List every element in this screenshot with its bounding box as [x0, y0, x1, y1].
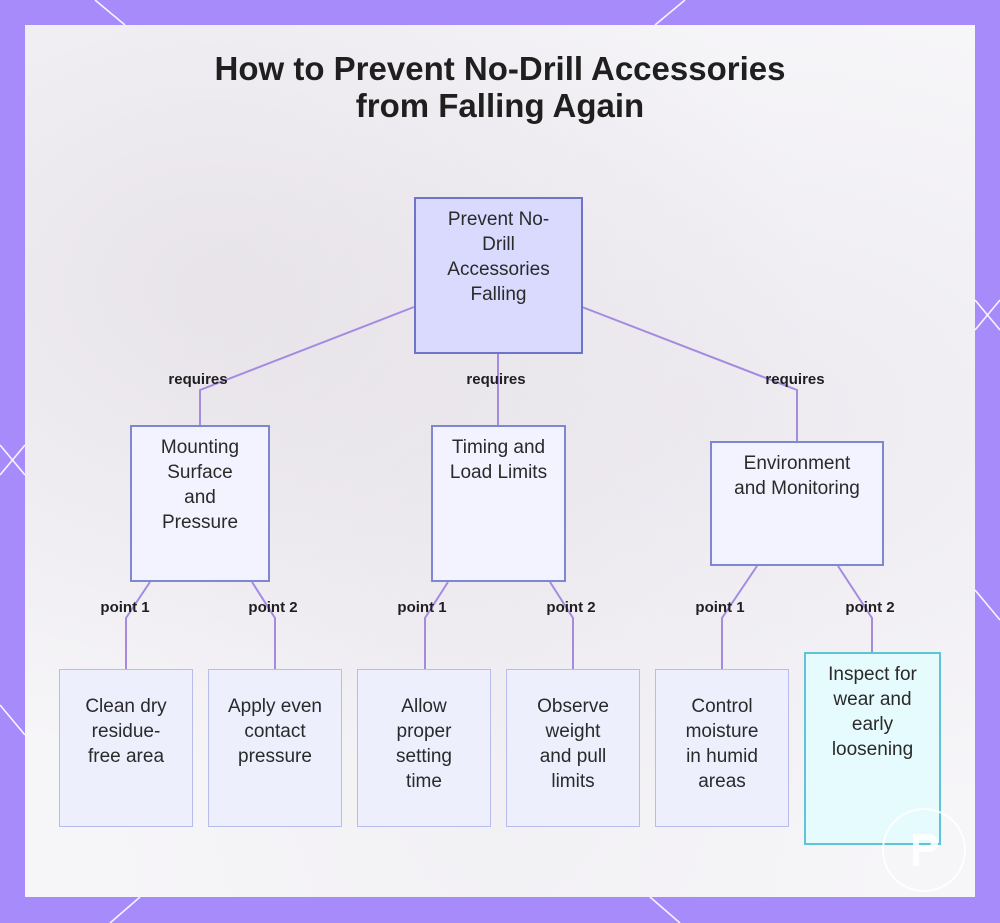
edge-label-requires-1: requires [168, 371, 228, 388]
edge-surface-apply [251, 581, 276, 669]
edge-label-point2-surface: point 2 [248, 599, 298, 616]
edge-label-point2-environment: point 2 [845, 599, 895, 616]
node-observe-limits: Observe weight and pull limits [506, 669, 640, 827]
node-environment-monitoring: Environment and Monitoring [710, 441, 884, 566]
edge-timing-observe [549, 581, 574, 669]
diagram-title: How to Prevent No-Drill Accessories from… [0, 50, 1000, 124]
edge-root-surface [199, 306, 415, 425]
edge-timing-allow [424, 581, 449, 669]
edge-environment-inspect [837, 565, 873, 652]
edge-root-environment [581, 306, 798, 441]
brand-logo-icon [882, 808, 966, 892]
node-clean-area: Clean dry residue-free area [59, 669, 193, 827]
edge-label-point1-timing: point 1 [397, 599, 447, 616]
edge-label-requires-3: requires [765, 371, 825, 388]
node-allow-setting: Allow proper setting time [357, 669, 491, 827]
node-apply-pressure: Apply even contact pressure [208, 669, 342, 827]
edge-label-point2-timing: point 2 [546, 599, 596, 616]
node-root: Prevent No-Drill Accessories Falling [414, 197, 583, 354]
node-timing-load: Timing and Load Limits [431, 425, 566, 582]
edge-surface-clean [125, 581, 151, 669]
edge-label-requires-2: requires [466, 371, 526, 388]
logo-mark-icon [913, 834, 938, 866]
title-line-2: from Falling Again [355, 87, 645, 124]
title-line-1: How to Prevent No-Drill Accessories [214, 50, 786, 87]
edge-label-point1-environment: point 1 [695, 599, 745, 616]
edge-label-point1-surface: point 1 [100, 599, 150, 616]
edge-environment-control [721, 565, 758, 669]
node-inspect-wear: Inspect for wear and early loosening [804, 652, 941, 845]
node-mounting-surface: Mounting Surface and Pressure [130, 425, 270, 582]
node-control-moisture: Control moisture in humid areas [655, 669, 789, 827]
